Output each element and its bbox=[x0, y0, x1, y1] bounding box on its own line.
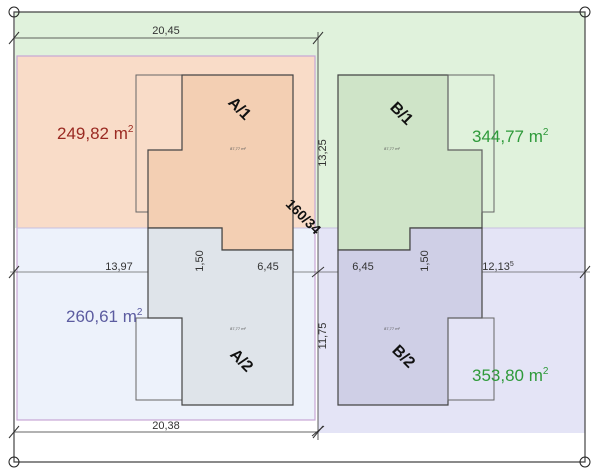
right-dimension-tick-low bbox=[311, 425, 325, 437]
dim-center-right: 6,45 bbox=[352, 261, 373, 273]
house-b2-terrace bbox=[447, 317, 495, 401]
dim-right-upper: 13,25 bbox=[317, 139, 329, 167]
house-a2-footprint bbox=[147, 227, 294, 406]
dim-bottom-width: 20,38 bbox=[152, 420, 180, 432]
top-dimension-tick-left bbox=[8, 31, 20, 45]
dim-top-width: 20,45 bbox=[152, 25, 180, 37]
house-area-b1: 87,77 m² bbox=[384, 146, 400, 151]
dim-right-lower: 11,75 bbox=[317, 323, 329, 350]
zone-a-border bbox=[16, 55, 316, 421]
dim-gap-left: 1,50 bbox=[194, 250, 206, 271]
house-b1-terrace bbox=[447, 74, 495, 213]
house-area-a2: 87,77 m² bbox=[230, 326, 246, 331]
dim-right-mid: 12,135 bbox=[482, 261, 514, 273]
house-area-b2: 87,77 m² bbox=[384, 326, 400, 331]
area-a2: 260,61 m2 bbox=[66, 307, 143, 326]
area-b1: 344,77 m2 bbox=[472, 127, 549, 146]
house-area-a1: 87,77 m² bbox=[230, 146, 246, 151]
dim-gap-right: 1,50 bbox=[419, 250, 431, 271]
site-boundary bbox=[13, 11, 586, 463]
corner-markers bbox=[8, 6, 591, 468]
area-b2: 353,80 m2 bbox=[472, 366, 549, 385]
right-dimension-tick-mid bbox=[311, 266, 325, 278]
area-a1: 249,82 m2 bbox=[57, 124, 134, 143]
bottom-dimension-tick-left bbox=[8, 425, 20, 439]
dim-left-mid: 13,97 bbox=[105, 261, 133, 273]
dim-center-left: 6,45 bbox=[257, 261, 278, 273]
